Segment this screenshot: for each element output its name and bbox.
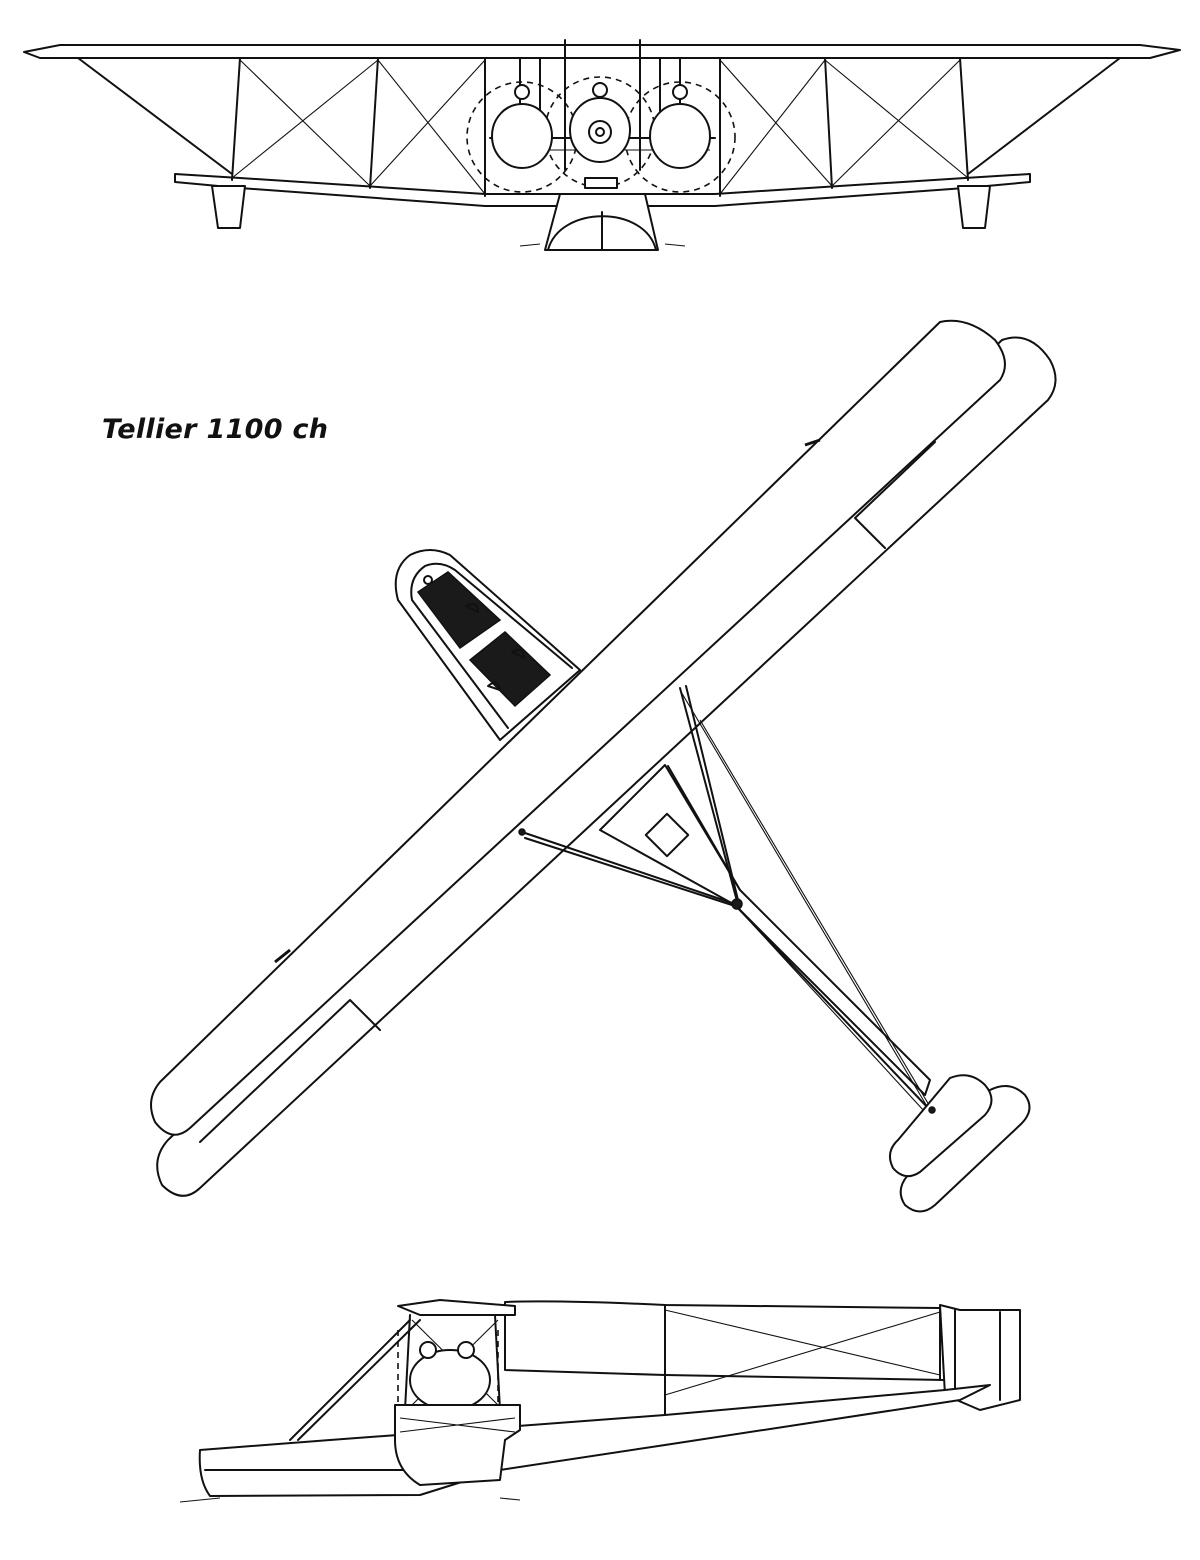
side-sponson <box>394 1404 521 1486</box>
side-upper-structure <box>504 1300 946 1381</box>
plan-tailplane <box>888 1074 1031 1213</box>
front-view <box>23 39 1181 251</box>
front-struts <box>231 57 969 197</box>
front-engines <box>491 82 711 169</box>
plan-hull-rear <box>599 764 931 1096</box>
front-bracing-wires <box>231 59 969 195</box>
side-view <box>179 1299 1021 1503</box>
plan-bracing-struts <box>518 685 933 1113</box>
front-float-right <box>957 185 991 229</box>
plan-hull-bow <box>394 549 581 741</box>
front-upper-wing <box>23 44 1181 59</box>
plan-wing <box>150 319 1057 1197</box>
front-float-left <box>211 185 246 229</box>
side-hull <box>198 1384 991 1497</box>
plan-view <box>150 319 1057 1213</box>
drawing-title: Tellier 1100 ch <box>102 414 329 445</box>
